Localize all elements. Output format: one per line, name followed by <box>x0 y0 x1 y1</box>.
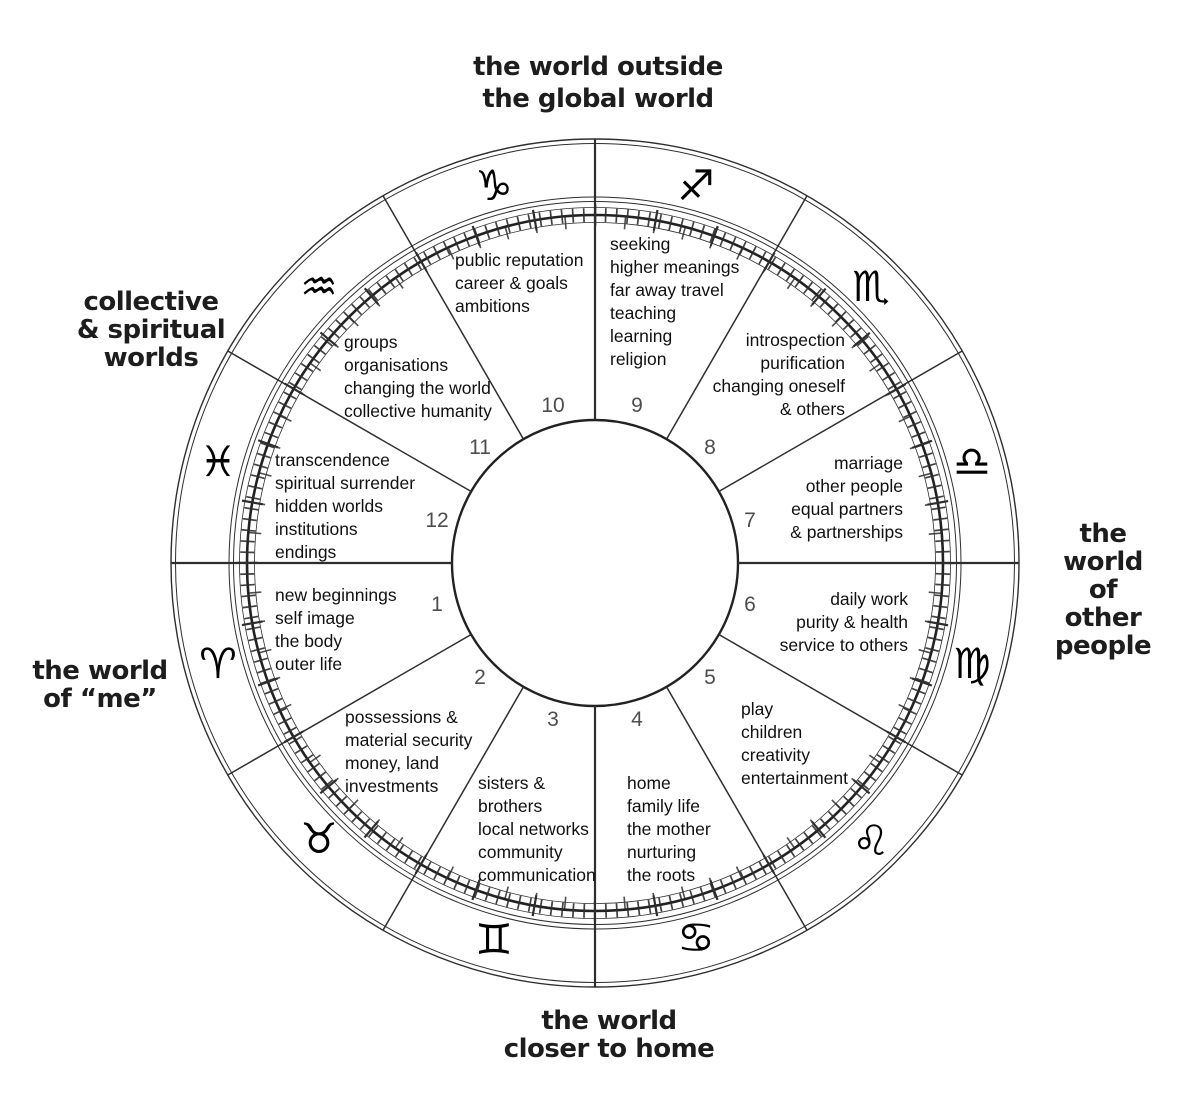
house-1-number: 1 <box>431 593 443 616</box>
house-5-text: play children creativity entertainment <box>741 699 849 788</box>
house-4-number: 4 <box>631 708 643 731</box>
zodiac-taurus-icon: ♉ <box>300 814 338 863</box>
house-11-text: groups organisations changing the world … <box>344 332 492 421</box>
label-world-closer-to-home: the world closer to home <box>503 1006 715 1065</box>
zodiac-aries-icon: ♈ <box>199 639 237 688</box>
zodiac-leo-icon: ♌ <box>852 816 890 865</box>
zodiac-libra-icon: ♎ <box>953 437 991 486</box>
label-collective-spiritual-worlds: collective & spiritual worlds <box>76 287 226 374</box>
house-3-text: sisters & brothers local networks commun… <box>478 773 596 885</box>
house-5-number: 5 <box>704 666 716 689</box>
house-7-text: marriage other people equal partners & p… <box>790 453 903 542</box>
house-3-number: 3 <box>547 708 559 731</box>
house-6-text: daily work purity & health service to ot… <box>779 589 908 655</box>
house-7-number: 7 <box>744 509 756 532</box>
house-2-text: possessions & material security money, l… <box>345 707 473 796</box>
house-1-text: new beginnings self image the body outer… <box>275 585 397 674</box>
house-8-number: 8 <box>704 436 716 459</box>
label-world-of-me: the world of “me” <box>32 656 168 715</box>
house-10-text: public reputation career & goals ambitio… <box>455 250 584 316</box>
house-8-text: introspection purification changing ones… <box>712 330 845 419</box>
label-world-of-other-people: the world of other people <box>1054 519 1152 662</box>
label-world-outside: the world outside the global world <box>473 52 723 114</box>
house-2-number: 2 <box>474 666 486 689</box>
house-10-number: 10 <box>541 394 565 417</box>
house-12-text: transcendence spiritual surrender hidden… <box>275 450 416 562</box>
zodiac-capricorn-icon: ♑ <box>475 161 513 210</box>
house-cusp-lines <box>171 139 1019 987</box>
house-12-number: 12 <box>425 509 449 532</box>
house-11-number: 11 <box>469 436 491 459</box>
zodiac-pisces-icon: ♓ <box>199 437 237 486</box>
zodiac-aquarius-icon: ♒ <box>300 262 338 311</box>
house-9-number: 9 <box>631 394 643 417</box>
zodiac-virgo-icon: ♍ <box>953 639 991 688</box>
zodiac-scorpio-icon: ♏ <box>852 262 890 311</box>
house-9-text: seeking higher meanings far away travel … <box>610 234 740 369</box>
zodiac-cancer-icon: ♋ <box>677 913 715 962</box>
house-6-number: 6 <box>744 593 756 616</box>
house-4-text: home family life the mother nurturing th… <box>627 773 711 885</box>
zodiac-gemini-icon: ♊ <box>475 915 513 964</box>
zodiac-sagittarius-icon: ♐ <box>677 161 715 210</box>
